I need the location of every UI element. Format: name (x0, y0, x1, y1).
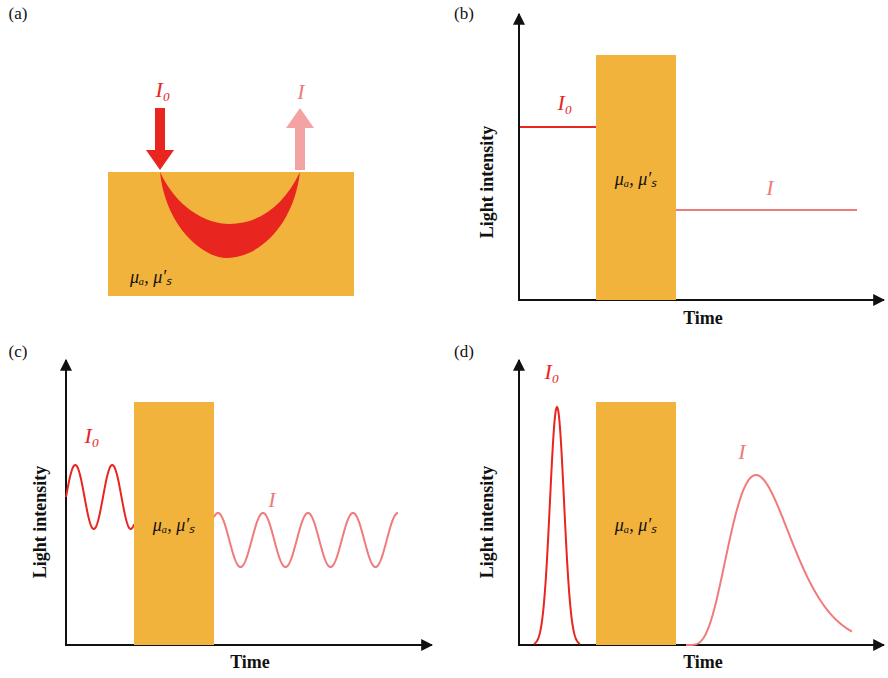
optical-properties: μₐ, μ′ₛ (615, 166, 657, 190)
intensity-symbol: I (268, 487, 275, 513)
axis-title: Time (683, 652, 723, 673)
x-axis (518, 644, 884, 646)
axis-title: Light intensity (30, 466, 51, 579)
optical-properties: μₐ, μ′ₛ (130, 264, 172, 288)
y-axis (518, 14, 520, 301)
tissue-block: μₐ, μ′ₛ (596, 402, 676, 645)
intensity-symbol: I (297, 79, 304, 105)
tissue-block: μₐ, μ′ₛ (108, 172, 354, 296)
panel-letter: (c) (9, 342, 28, 362)
y-axis (65, 360, 67, 646)
incident-pulse (534, 407, 580, 644)
intensity-symbol: I₀ (545, 359, 560, 385)
intensity-symbol: I (738, 439, 745, 465)
axis-title: Light intensity (477, 126, 498, 239)
light-path (160, 172, 300, 258)
optical-properties: μₐ, μ′ₛ (153, 512, 195, 536)
detected-arrow (286, 108, 314, 170)
x-axis (65, 644, 432, 646)
intensity-symbol: I₀ (156, 77, 171, 103)
axis-title: Light intensity (477, 466, 498, 579)
detected-signal (214, 513, 398, 567)
intensity-symbol: I₀ (558, 90, 573, 116)
panel-letter: (a) (9, 4, 28, 24)
tissue-block: μₐ, μ′ₛ (596, 55, 676, 300)
y-axis (518, 360, 520, 646)
tissue-block: μₐ, μ′ₛ (134, 402, 214, 645)
intensity-symbol: I₀ (85, 423, 100, 449)
detected-pulse (686, 475, 852, 645)
panel-letter: (d) (454, 342, 474, 362)
axis-title: Time (683, 308, 723, 329)
panel-letter: (b) (454, 4, 474, 24)
incident-signal (66, 465, 134, 529)
intensity-symbol: I (766, 175, 773, 201)
x-axis (518, 299, 884, 301)
incident-signal (520, 126, 596, 128)
detected-signal (676, 209, 857, 211)
optical-properties: μₐ, μ′ₛ (615, 512, 657, 536)
incident-arrow (146, 108, 174, 170)
axis-title: Time (230, 652, 270, 673)
